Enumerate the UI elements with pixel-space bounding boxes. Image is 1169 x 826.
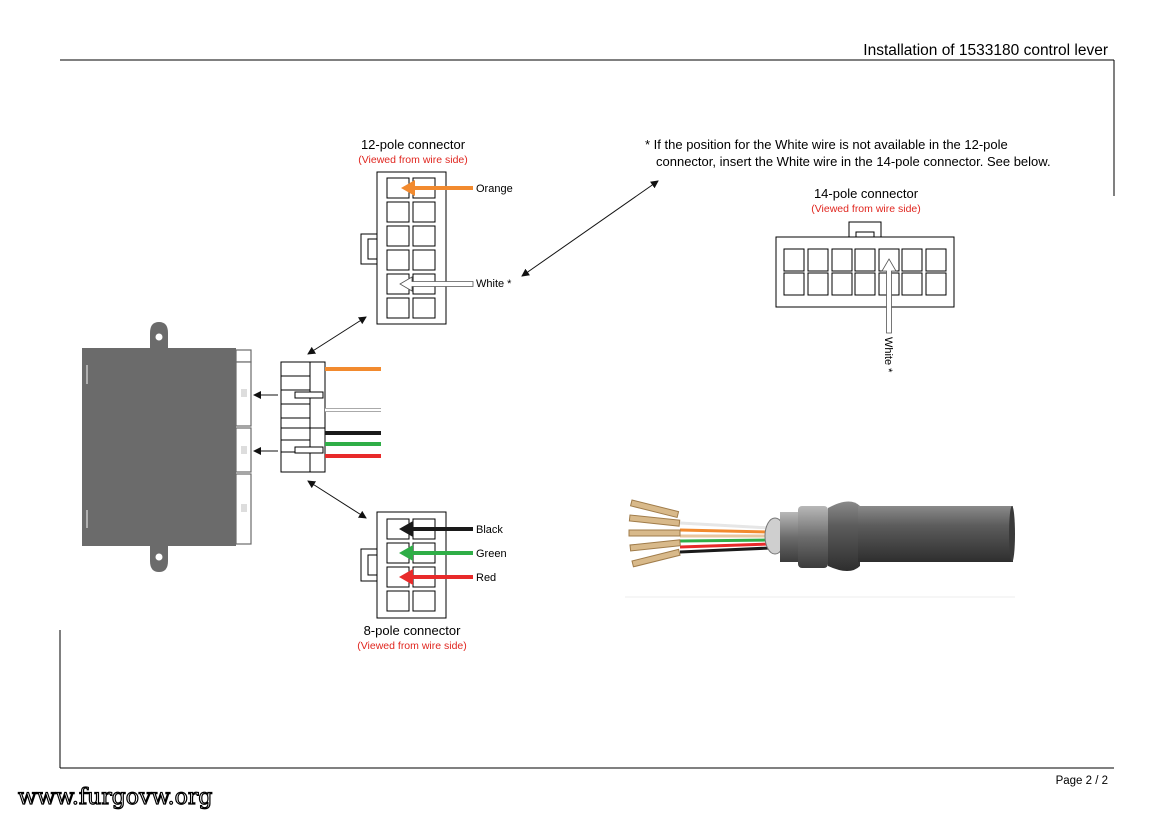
white-wire-arrow	[399, 276, 474, 292]
black-wire-arrow	[399, 521, 473, 537]
wire-harness-plug	[280, 361, 326, 473]
eight-pole-subtitle: (Viewed from wire side)	[357, 640, 467, 652]
wire-stubs	[325, 367, 381, 458]
page-title: Installation of 1533180 control lever	[863, 42, 1108, 59]
arrow-8pole-plug	[307, 480, 367, 519]
green-label: Green	[476, 548, 507, 560]
arrow-12pole-plug	[307, 316, 367, 355]
red-label: Red	[476, 572, 496, 584]
fourteen-pole-subtitle: (Viewed from wire side)	[811, 203, 921, 215]
red-wire-arrow	[399, 569, 473, 585]
orange-label: Orange	[476, 183, 513, 195]
cable-illustration	[625, 499, 1015, 598]
note-line-1: * If the position for the White wire is …	[645, 137, 1008, 152]
white-label-14pole: White *	[882, 337, 894, 373]
green-wire-arrow	[399, 545, 473, 561]
twelve-pole-subtitle: (Viewed from wire side)	[358, 154, 468, 166]
orange-wire-arrow	[401, 180, 473, 196]
watermark: www.furgovw.org	[18, 785, 213, 810]
fourteen-pole-connector	[775, 221, 955, 308]
fourteen-pole-title: 14-pole connector	[814, 186, 919, 201]
black-label: Black	[476, 524, 503, 536]
twelve-pole-title: 12-pole connector	[361, 137, 466, 152]
white-label: White *	[476, 278, 512, 290]
control-unit	[82, 322, 252, 572]
twelve-pole-connector	[360, 171, 447, 325]
eight-pole-title: 8-pole connector	[364, 623, 462, 638]
note-line-2: connector, insert the White wire in the …	[656, 154, 1051, 169]
page-number: Page 2 / 2	[1056, 775, 1108, 787]
page-frame	[59, 59, 1115, 769]
arrow-white-note	[521, 180, 659, 277]
white-wire-arrow-14pole	[881, 258, 897, 334]
